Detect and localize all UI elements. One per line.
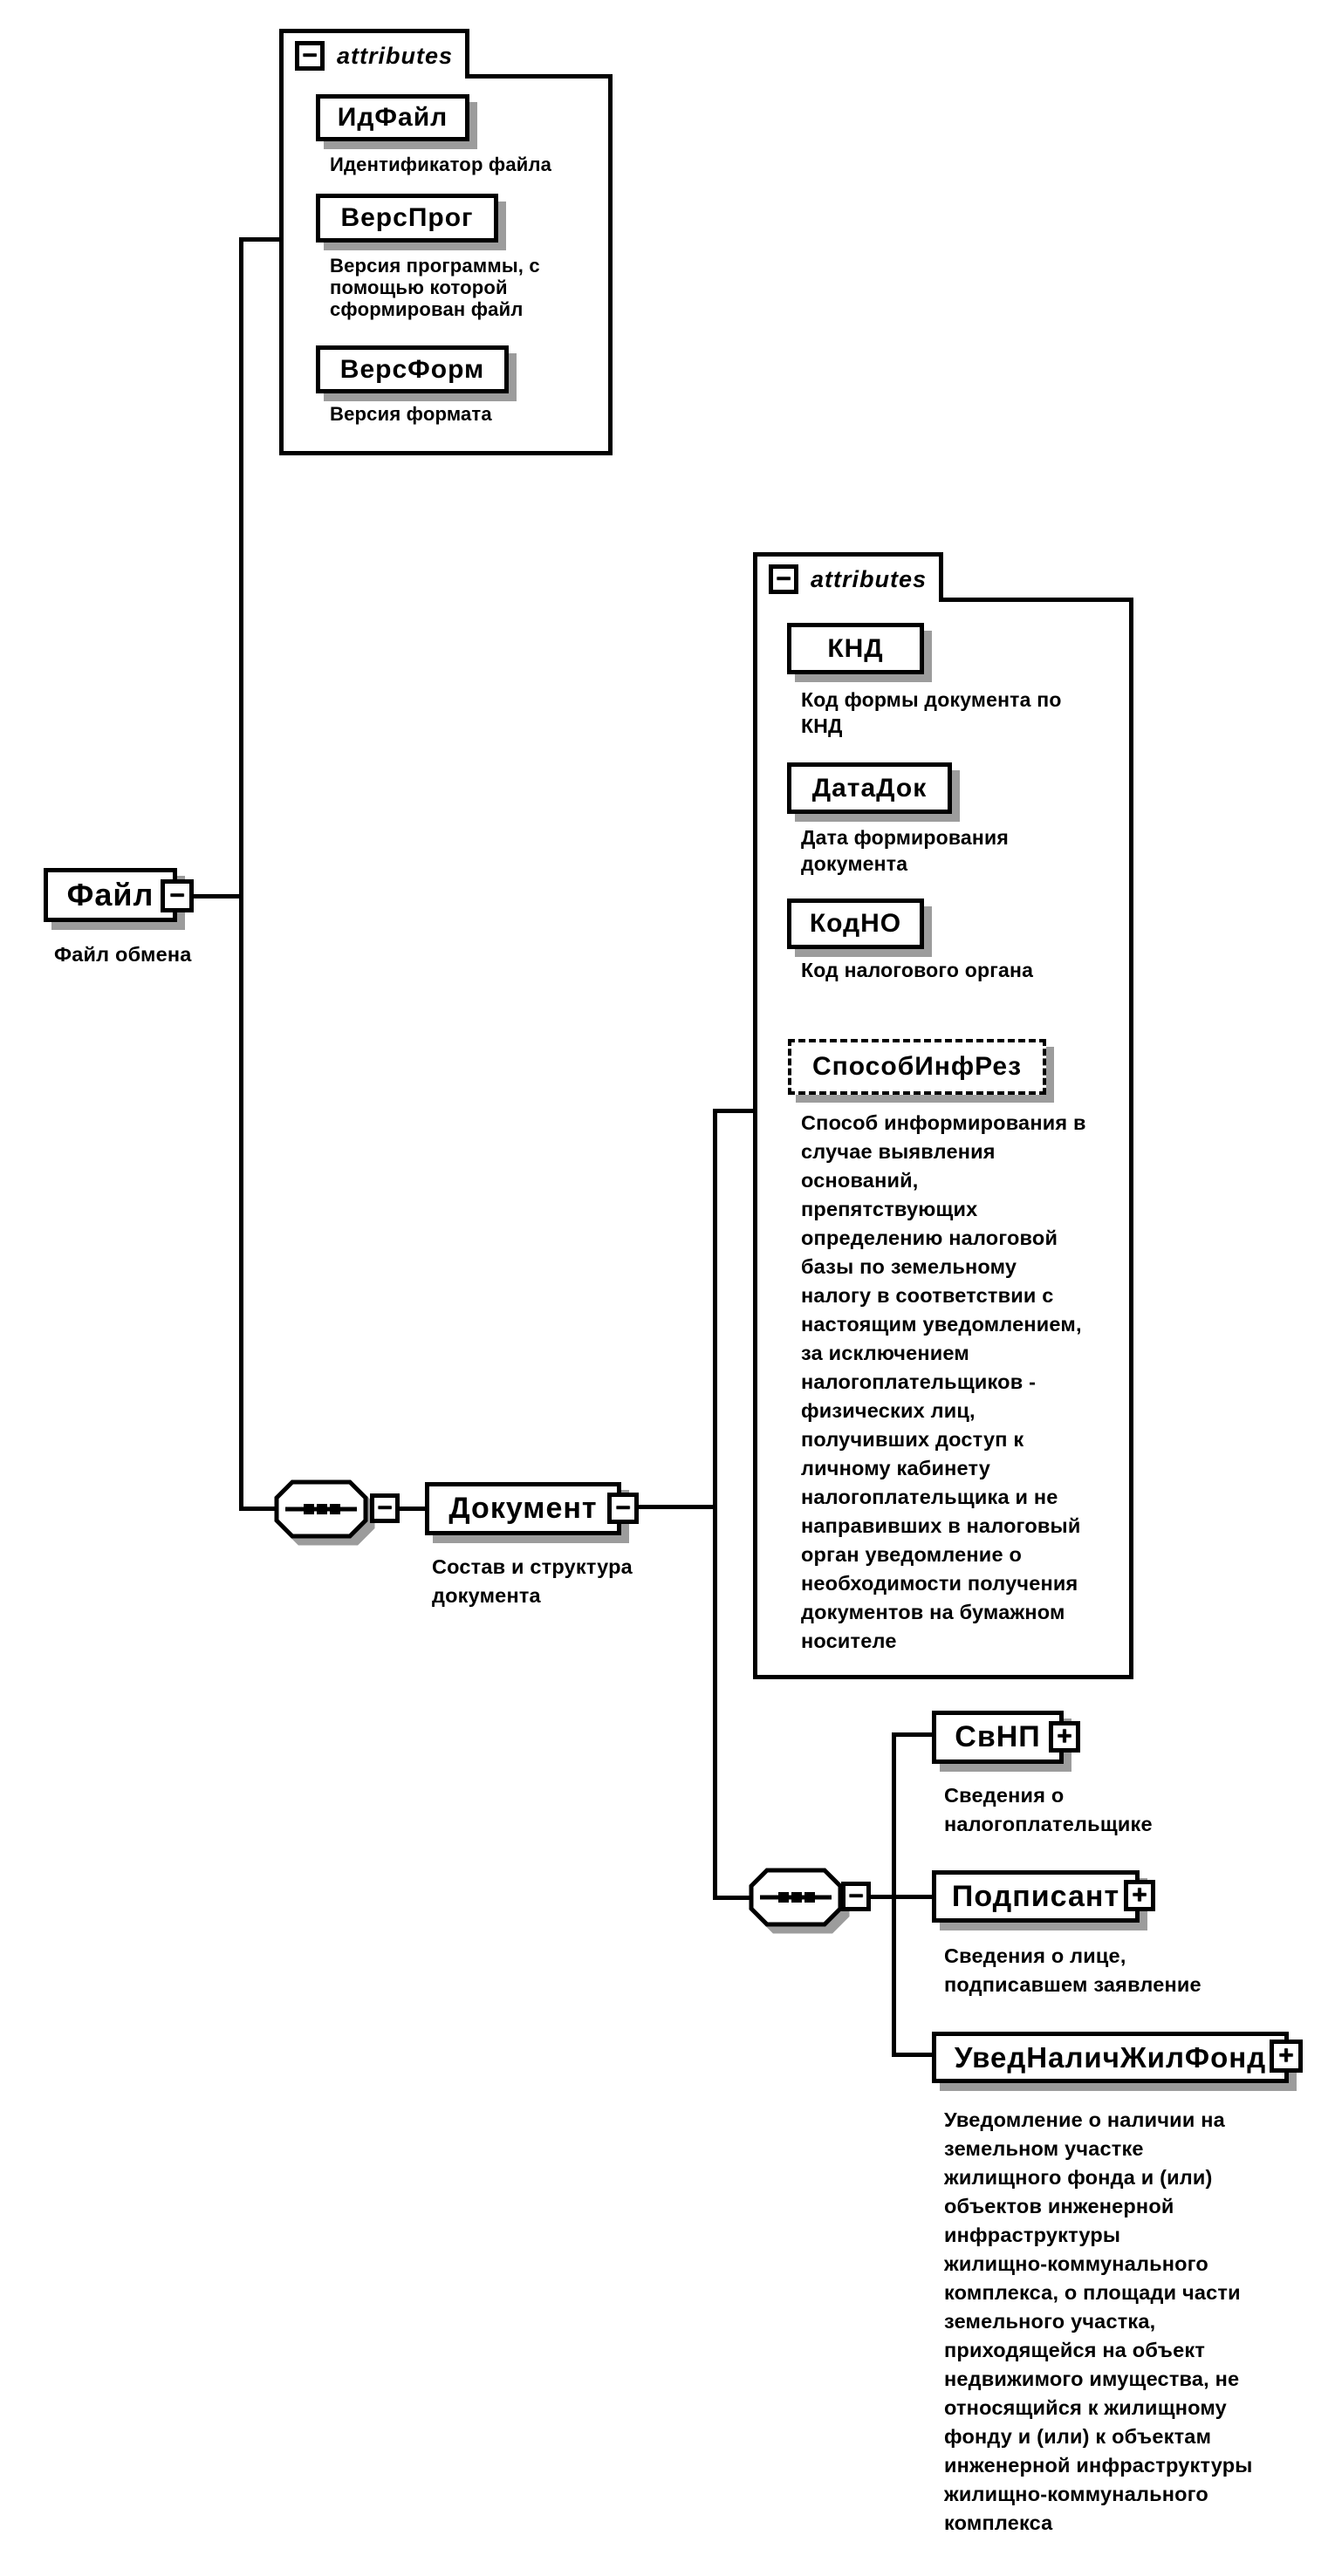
element-uvednalichzhilfond-label: УведНаличЖилФонд	[954, 2040, 1267, 2074]
attribute-knd[interactable]: КНД	[787, 623, 924, 674]
attribute-idfile-label: ИдФайл	[337, 103, 448, 132]
element-file[interactable]: Файл	[44, 868, 177, 922]
connector-line	[192, 894, 243, 899]
collapse-toggle-file[interactable]: −	[161, 879, 194, 912]
connector-line	[717, 1109, 754, 1113]
connector-line	[896, 1732, 934, 1737]
element-podpisant-caption: Сведения о лице, подписавшем заявление	[944, 1944, 1202, 1996]
attribute-knd-caption: Код формы документа по КНД	[801, 688, 1062, 737]
attributes-group-document-label: attributes	[811, 565, 928, 592]
attribute-versform-label: ВерсФорм	[339, 354, 485, 384]
element-podpisant-label: Подписант	[951, 1879, 1120, 1913]
connector-line	[896, 2053, 934, 2057]
attribute-sposobinfrez-label: СпособИнфРез	[811, 1052, 1023, 1081]
attribute-datadok[interactable]: ДатаДок	[787, 762, 952, 814]
expand-toggle-svnp[interactable]: +	[1049, 1721, 1080, 1753]
connector-line	[243, 237, 280, 242]
connector-line	[717, 1896, 752, 1900]
element-document-caption: Состав и структура документа	[432, 1555, 633, 1607]
attribute-datadok-caption: Дата формирования документа	[801, 826, 1009, 875]
attribute-versform[interactable]: ВерсФорм	[316, 345, 509, 393]
attribute-idfile[interactable]: ИдФайл	[316, 94, 469, 141]
attribute-kodno-label: КодНО	[809, 909, 902, 938]
attribute-datadok-label: ДатаДок	[811, 773, 928, 803]
collapse-toggle-sequence-2[interactable]: −	[841, 1882, 871, 1911]
collapse-toggle-document[interactable]: −	[607, 1493, 639, 1524]
attribute-sposobinfrez[interactable]: СпособИнфРез	[788, 1039, 1046, 1095]
attribute-versprog-label: ВерсПрог	[340, 203, 474, 232]
element-uvednalichzhilfond[interactable]: УведНаличЖилФонд	[932, 2032, 1289, 2083]
connector-line	[892, 1732, 896, 2057]
attribute-idfile-caption: Идентификатор файла	[330, 154, 552, 175]
collapse-toggle-attributes-file[interactable]: −	[295, 41, 325, 71]
connector-line	[239, 237, 243, 1511]
sequence-icon	[749, 1868, 843, 1927]
connector-line	[869, 1895, 934, 1899]
sequence-compositor-2[interactable]	[749, 1868, 843, 1931]
connector-line	[243, 1507, 278, 1511]
element-file-label: Файл	[66, 877, 154, 912]
attribute-knd-label: КНД	[827, 633, 884, 663]
connector-line	[398, 1507, 426, 1511]
connector-line	[713, 1109, 717, 1900]
element-podpisant[interactable]: Подписант	[932, 1870, 1140, 1923]
collapse-toggle-attributes-document[interactable]: −	[769, 564, 798, 594]
element-svnp[interactable]: СвНП	[932, 1711, 1064, 1764]
collapse-toggle-sequence-1[interactable]: −	[370, 1493, 400, 1523]
expand-toggle-podpisant[interactable]: +	[1124, 1880, 1155, 1911]
attributes-group-document-tab: − attributes	[753, 552, 943, 602]
attribute-versprog-caption: Версия программы, с помощью которой сфор…	[330, 255, 540, 320]
sequence-icon	[274, 1479, 368, 1539]
element-file-caption: Файл обмена	[54, 943, 192, 966]
attribute-versform-caption: Версия формата	[330, 403, 492, 425]
element-document-label: Документ	[448, 1492, 598, 1525]
element-uvednalichzhilfond-caption: Уведомление о наличии на земельном участ…	[944, 2108, 1253, 2534]
attribute-kodno[interactable]: КодНО	[787, 899, 924, 949]
attribute-kodno-caption: Код налогового органа	[801, 959, 1034, 981]
element-svnp-label: СвНП	[955, 1720, 1041, 1753]
sequence-compositor-1[interactable]	[274, 1479, 368, 1543]
attributes-group-file-tab: − attributes	[279, 29, 469, 79]
attribute-sposobinfrez-caption: Способ информирования в случае выявления…	[801, 1111, 1086, 1652]
attributes-group-file-label: attributes	[337, 42, 454, 69]
attribute-versprog[interactable]: ВерсПрог	[316, 194, 498, 243]
element-document[interactable]: Документ	[425, 1482, 621, 1535]
connector-line	[636, 1505, 715, 1509]
expand-toggle-uvednalichzhilfond[interactable]: +	[1270, 2040, 1303, 2073]
element-svnp-caption: Сведения о налогоплательщике	[944, 1784, 1153, 1835]
